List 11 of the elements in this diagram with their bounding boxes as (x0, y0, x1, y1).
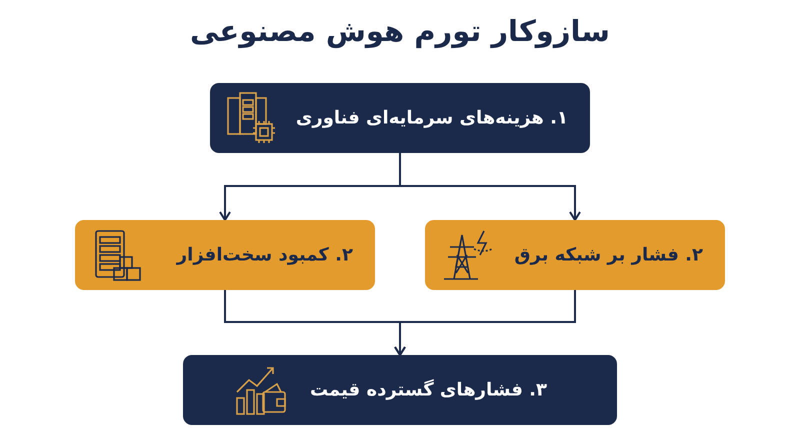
process-box (210, 83, 590, 153)
title: سازوکار تورم هوش مصنوعی (189, 14, 611, 48)
arrow (219, 153, 401, 221)
process-box (75, 220, 375, 290)
process-box (183, 355, 617, 425)
box-label: ۳. فشارهای گسترده قیمت (310, 380, 547, 400)
box-label: ۱. هزینه‌های سرمایه‌ای فناوری (296, 108, 568, 128)
box-label: ۲. کمبود سخت‌افزار (176, 244, 353, 266)
process-box (425, 220, 725, 290)
box-label: ۲. فشار بر شبکه برق (514, 244, 703, 266)
arrow (224, 290, 406, 356)
